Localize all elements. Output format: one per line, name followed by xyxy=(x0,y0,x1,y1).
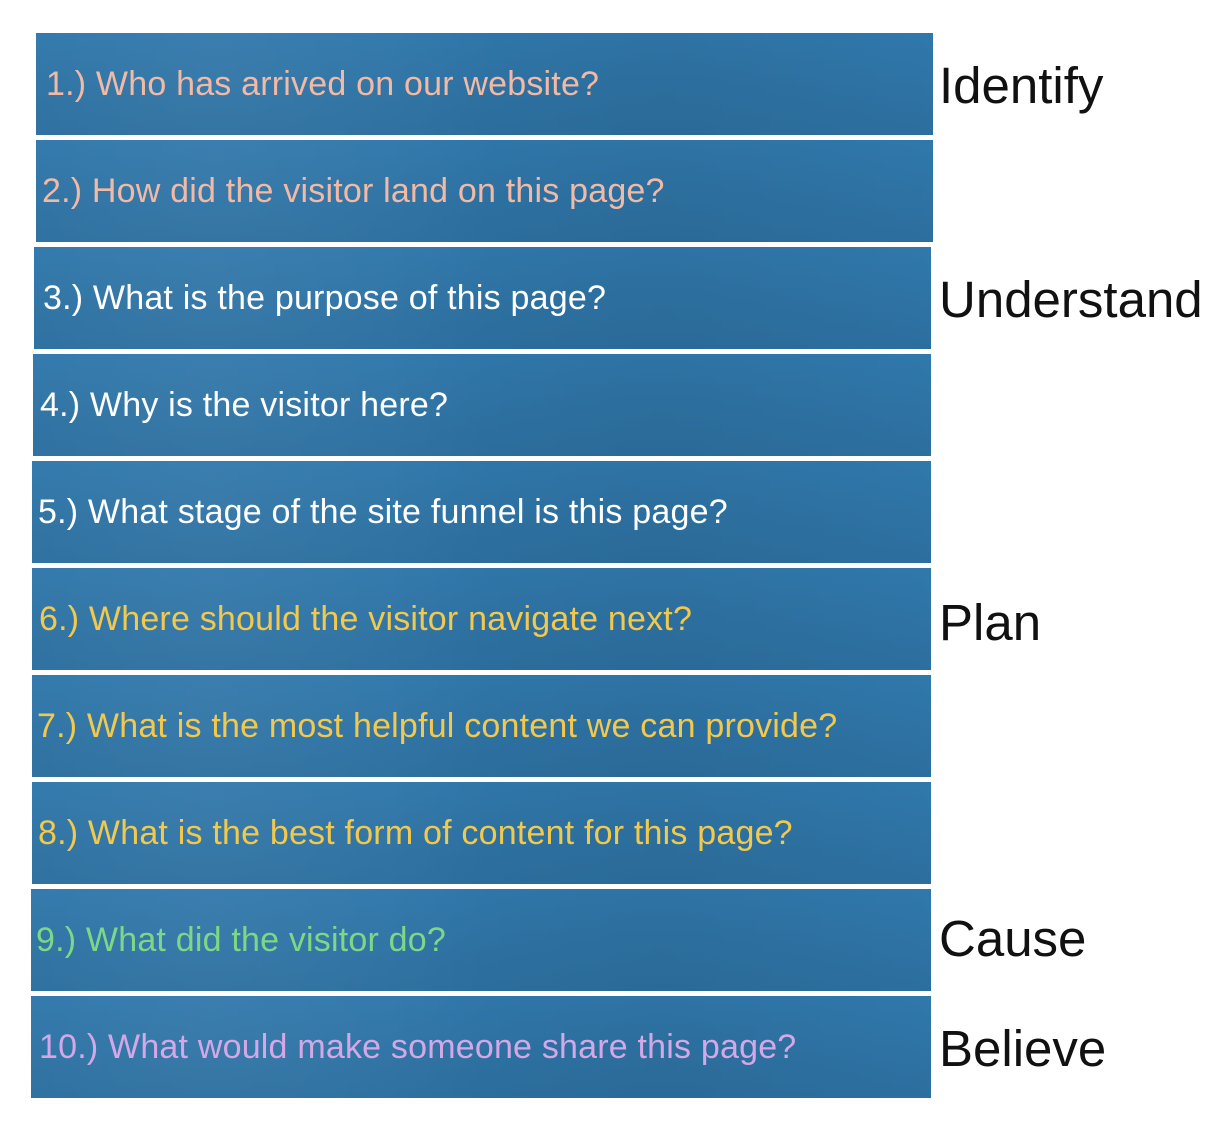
question-row-9: 9.) What did the visitor do? xyxy=(31,889,931,991)
question-text-7: 7.) What is the most helpful content we … xyxy=(37,707,838,745)
stage-label-cause: Cause xyxy=(939,910,1087,967)
question-text-4: 4.) Why is the visitor here? xyxy=(40,386,449,424)
stage-label-plan: Plan xyxy=(939,594,1042,651)
question-text-5: 5.) What stage of the site funnel is thi… xyxy=(38,493,728,531)
question-row-1: 1.) Who has arrived on our website? xyxy=(36,33,933,135)
question-row-4: 4.) Why is the visitor here? xyxy=(33,354,931,456)
question-row-3: 3.) What is the purpose of this page? xyxy=(34,247,931,349)
question-text-10: 10.) What would make someone share this … xyxy=(39,1028,797,1066)
question-row-8: 8.) What is the best form of content for… xyxy=(32,782,931,884)
question-row-5: 5.) What stage of the site funnel is thi… xyxy=(32,461,931,563)
stage-label-understand: Understand xyxy=(939,271,1203,328)
question-text-9: 9.) What did the visitor do? xyxy=(36,921,447,959)
question-text-8: 8.) What is the best form of content for… xyxy=(38,814,793,852)
question-row-6: 6.) Where should the visitor navigate ne… xyxy=(32,568,931,670)
question-text-3: 3.) What is the purpose of this page? xyxy=(43,279,607,317)
question-text-2: 2.) How did the visitor land on this pag… xyxy=(42,172,665,210)
question-row-10: 10.) What would make someone share this … xyxy=(31,996,931,1098)
question-row-2: 2.) How did the visitor land on this pag… xyxy=(36,140,933,242)
question-text-6: 6.) Where should the visitor navigate ne… xyxy=(39,600,693,638)
question-row-7: 7.) What is the most helpful content we … xyxy=(32,675,931,777)
stage-label-believe: Believe xyxy=(939,1020,1107,1077)
stage-label-identify: Identify xyxy=(939,57,1104,114)
question-text-1: 1.) Who has arrived on our website? xyxy=(46,65,600,103)
